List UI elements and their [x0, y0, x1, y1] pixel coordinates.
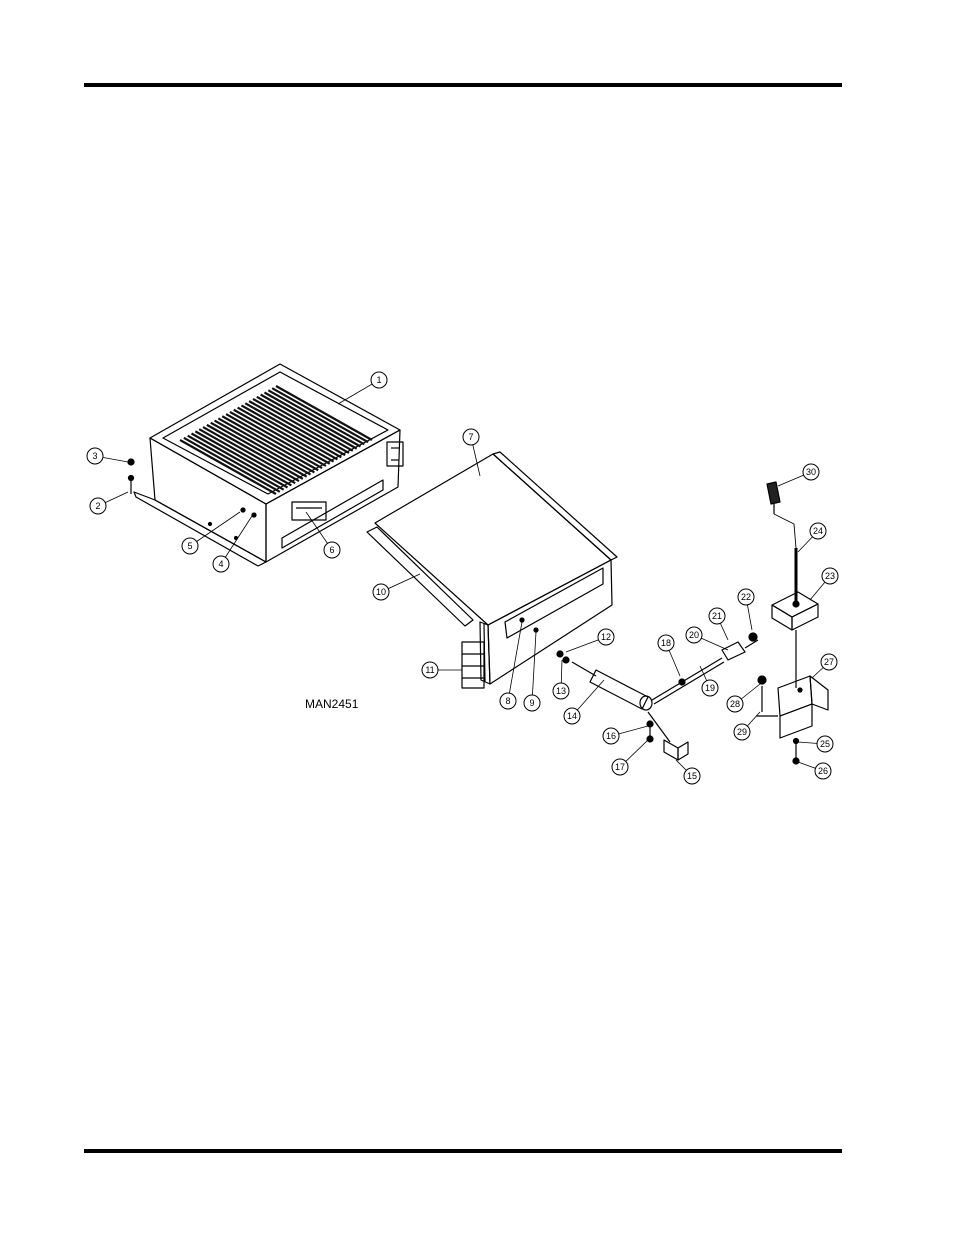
clevis-20-21 [722, 633, 758, 660]
callout-label-8: 8 [505, 696, 510, 706]
callout-label-3: 3 [92, 451, 97, 461]
bracket-15 [648, 712, 688, 760]
callout-label-20: 20 [689, 630, 699, 640]
callout-label-6: 6 [329, 545, 334, 555]
side-strip [367, 527, 473, 626]
callout-label-15: 15 [687, 771, 697, 781]
callout-label-9: 9 [529, 698, 534, 708]
callout-label-25: 25 [820, 739, 830, 749]
callout-label-12: 12 [601, 632, 611, 642]
callout-label-10: 10 [376, 587, 386, 597]
callout-label-21: 21 [712, 611, 722, 621]
fasteners-16-17 [647, 721, 653, 742]
leader-line-5 [190, 512, 240, 546]
callout-label-5: 5 [187, 541, 192, 551]
drawing-code: MAN2451 [305, 697, 359, 711]
lid-panel [375, 452, 617, 684]
callout-label-28: 28 [730, 699, 740, 709]
handle-30 [767, 482, 796, 548]
callout-label-16: 16 [606, 731, 616, 741]
callout-label-1: 1 [376, 375, 381, 385]
callout-label-14: 14 [567, 711, 577, 721]
callout-label-11: 11 [425, 665, 434, 675]
bracket-27 [778, 630, 828, 738]
callout-label-22: 22 [741, 592, 751, 602]
callout-label-2: 2 [95, 501, 100, 511]
callout-label-18: 18 [661, 638, 671, 648]
fasteners-28-29 [756, 676, 778, 716]
callout-label-26: 26 [818, 766, 828, 776]
callout-label-19: 19 [705, 683, 715, 693]
callout-label-7: 7 [468, 432, 473, 442]
fasteners-12-13 [557, 651, 569, 663]
callout-label-17: 17 [615, 762, 625, 772]
leader-line-9 [532, 632, 536, 703]
callout-label-30: 30 [806, 467, 816, 477]
callout-label-13: 13 [556, 686, 566, 696]
callout-label-27: 27 [824, 657, 834, 667]
housing-assembly [134, 364, 403, 566]
fasteners-2-3 [128, 459, 134, 494]
callout-label-23: 23 [825, 571, 835, 581]
callout-label-4: 4 [218, 559, 223, 569]
callout-label-24: 24 [813, 526, 823, 536]
callout-label-29: 29 [737, 727, 747, 737]
